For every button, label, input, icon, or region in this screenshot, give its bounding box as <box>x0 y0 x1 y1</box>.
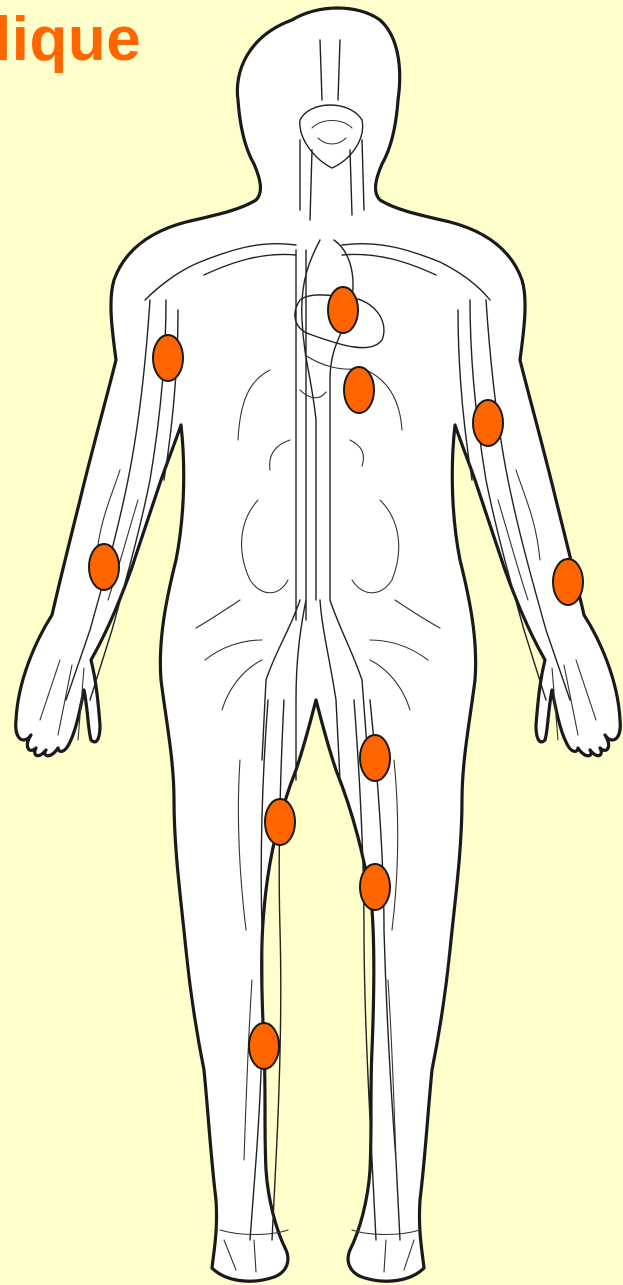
marker-left-thigh[interactable] <box>360 735 390 781</box>
marker-right-forearm[interactable] <box>89 544 119 590</box>
marker-right-upper-arm[interactable] <box>153 335 183 381</box>
marker-left-wrist[interactable] <box>553 559 583 605</box>
marker-chest-upper[interactable] <box>328 287 358 333</box>
marker-left-knee[interactable] <box>360 864 390 910</box>
marker-right-calf[interactable] <box>249 1023 279 1069</box>
body-outline <box>16 8 621 1281</box>
marker-right-thigh[interactable] <box>265 799 295 845</box>
marker-chest-lower[interactable] <box>344 367 374 413</box>
marker-left-upper-arm[interactable] <box>473 400 503 446</box>
